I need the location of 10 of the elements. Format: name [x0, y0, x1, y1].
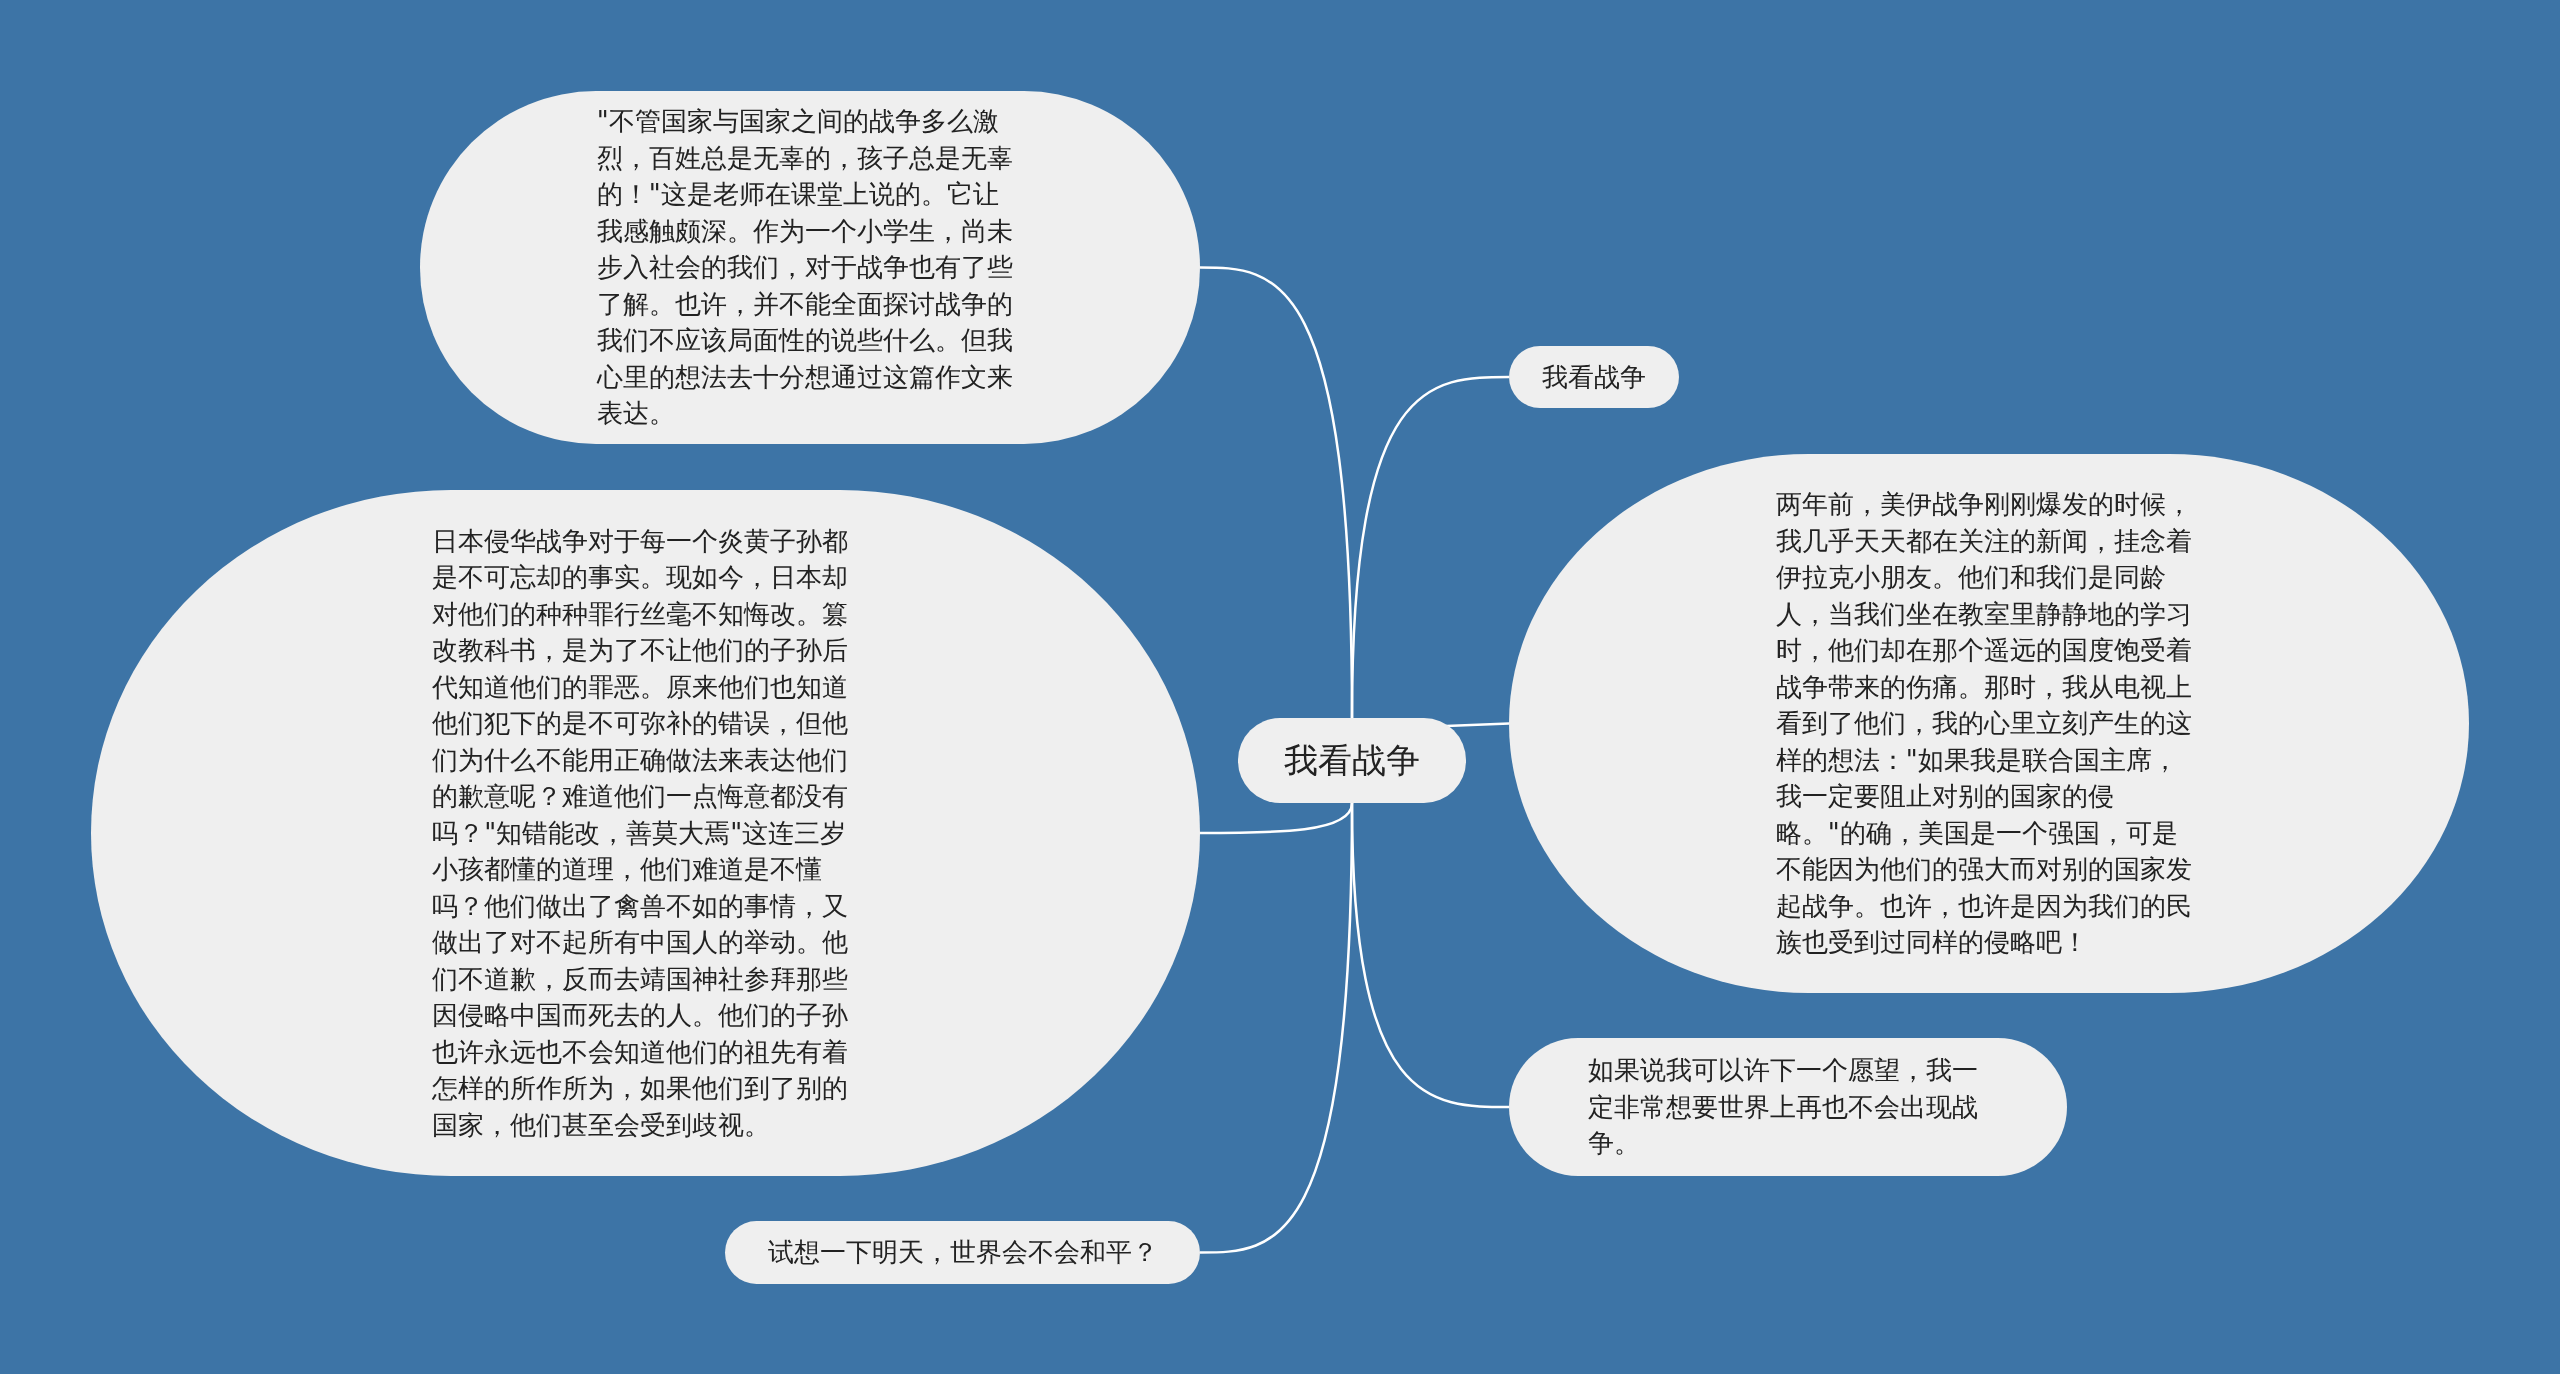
- bubble-text: 我看战争: [1542, 360, 1646, 394]
- bubble-text: 两年前，美伊战争刚刚爆发的时候，我几乎天天都在关注的新闻，挂念着伊拉克小朋友。他们和我们是同龄人，当我们坐在教室里静静地的学习时，他们却在那个遥远的国度饱受着战争带来的伤痛。那时，我从电视上看到了他们，我的心里立刻产生的这样的想法："如果我是联合国主席，我一定要阻止对别的国家的侵略。"的确，美国是一个强国，可是不能因为他们的强大而对别的国家发起战争。也许，也许是因为我们的民族也受到过同样的侵略吧！: [1775, 488, 2193, 960]
- connector-line: [1200, 803, 1354, 1254]
- connector-line: [1350, 375, 1509, 719]
- bubble-text: "不管国家与国家之间的战争多么激烈，百姓总是无辜的，孩子总是无辜的！"这是老师在课堂上说的。它让我感触颇深。作为一个小学生，尚未步入社会的我们，对于战争也有了些了解。也许，并不能全面探讨战争的我们不应该局面性的说些什么。但我心里的想法去十分想通过这篇作文来表达。: [596, 105, 1014, 431]
- bubble-text: 试想一下明天，世界会不会和平？: [767, 1236, 1158, 1270]
- connector-line: [1200, 802, 1354, 835]
- bubble-text: 我看战争: [1284, 742, 1420, 779]
- bubble-text: 如果说我可以许下一个愿望，我一定非常想要世界上再也不会出现战争。: [1587, 1054, 1979, 1161]
- bubble-text: 日本侵华战争对于每一个炎黄子孙都是不可忘却的事实。现如今，日本却对他们的种种罪行丝毫不知悔改。篡改教科书，是为了不让他们的子孙后代知道他们的罪恶。原来他们也知道他们犯下的是不可弥补的错误，但他们为什么不能用正确做法来表达他们的歉意呢？难道他们一点悔意都没有吗？"知错能改，善莫大焉"这连三岁小孩都懂的道理，他们难道是不懂吗？他们做出了禽兽不如的事情，又做出了对不起所有中国人的举动。他们不道歉，反而去靖国神社参拜那些因侵略中国而死去的人。他们的子孙也许永远也不会知道他们的祖先有着怎样的所作所为，如果他们到了别的国家，他们甚至会受到歧视。: [432, 524, 850, 1142]
